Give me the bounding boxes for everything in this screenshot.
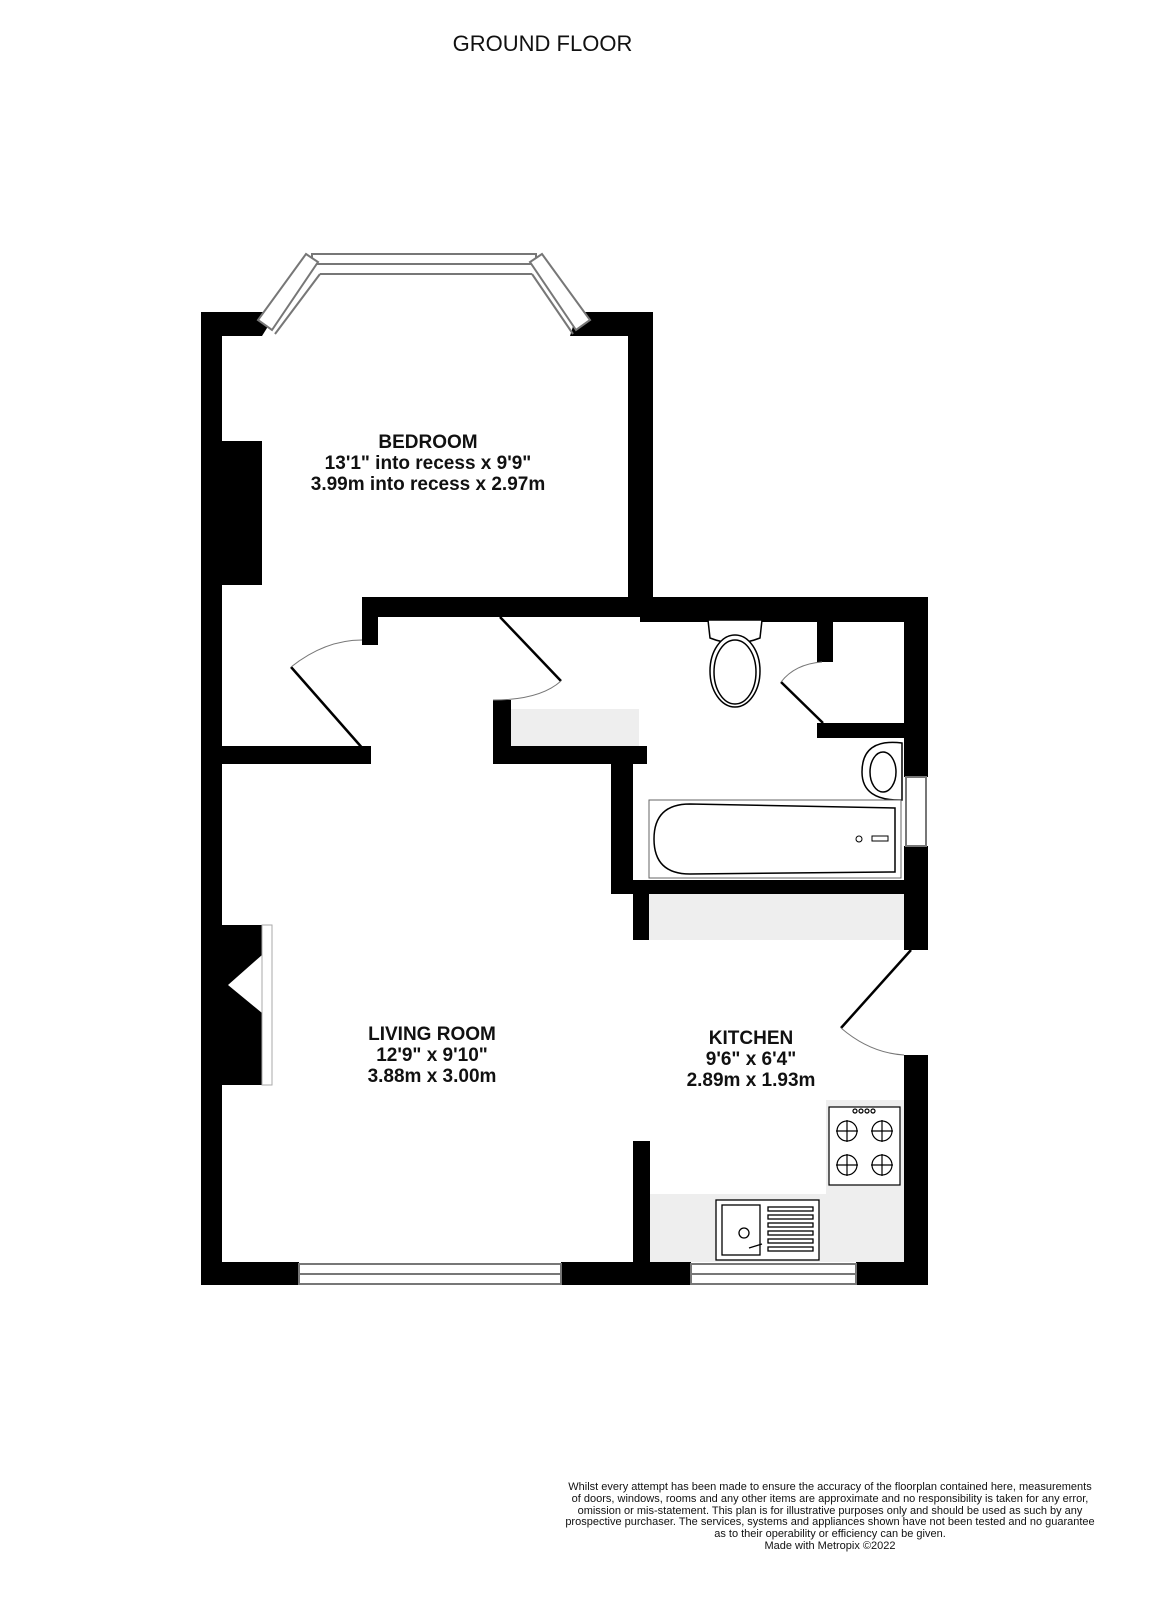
windows [256,252,927,1285]
wall-closet-vertical [817,617,833,662]
room-name: BEDROOM [378,432,478,453]
disclaimer-line: prospective purchaser. The services, sys… [565,1516,1095,1529]
credit: Made with Metropix ©2022 [764,1539,896,1552]
hall-cupboard [511,709,639,746]
wall-left-outer [201,312,222,1285]
living-hearth-outline [261,924,273,1086]
disclaimer: Whilst every attempt has been made to en… [540,1481,1120,1553]
room-label-kitchen: KITCHEN 9'6" x 6'4" 2.89m x 1.93m [687,1028,816,1091]
bedroom-door [290,666,365,751]
room-imperial: 12'9" x 9'10" [376,1045,488,1066]
closet-door [780,681,824,724]
wall-right-outer-upper [904,597,928,777]
disclaimer-line: omission or mis-statement. This plan is … [577,1504,1083,1517]
wall-bay-left [201,312,272,336]
living-chimney-breast [222,925,262,1085]
room-name: KITCHEN [708,1028,794,1049]
walls [201,312,928,1285]
wall-closet-bottom [817,723,907,738]
wall-bottom-2 [561,1262,691,1285]
wall-bathroom-top [640,597,928,622]
wall-bottom-3 [856,1262,928,1285]
floor-title: GROUND FLOOR [452,31,633,56]
bathtub [648,799,902,879]
room-imperial: 9'6" x 6'4" [705,1049,797,1070]
wall-stub [362,597,378,645]
wall-right-outer-lower [904,1055,928,1285]
bay-window-left [256,252,320,332]
wall-living-bath [611,746,633,893]
wall-kitchen-left-upper [633,890,649,940]
wall-bath-bottom [611,880,911,894]
kitchen-door [840,949,912,1029]
disclaimer-line: of doors, windows, rooms and any other i… [571,1492,1089,1505]
disclaimer-line: Whilst every attempt has been made to en… [568,1481,1092,1493]
doors [290,616,912,1056]
wall-right-outer-mid [904,846,928,950]
wall-bedroom-right [628,312,653,612]
room-imperial: 13'1" into recess x 9'9" [324,453,532,474]
disclaimer-line: as to their operability or efficiency ca… [714,1528,946,1541]
room-label-living-room: LIVING ROOM 12'9" x 9'10" 3.88m x 3.00m [368,1024,497,1087]
room-label-bedroom: BEDROOM 13'1" into recess x 9'9" 3.99m i… [311,432,545,495]
room-name: LIVING ROOM [368,1024,496,1045]
wall-bedroom-living [222,746,371,764]
room-metric: 3.99m into recess x 2.97m [310,474,546,495]
storage-area [649,894,904,940]
room-metric: 2.89m x 1.93m [686,1070,816,1091]
room-metric: 3.88m x 3.00m [367,1066,497,1087]
bathroom-door [499,616,562,682]
wall-kitchen-living-lower [633,1141,650,1285]
bathroom-window [905,776,927,847]
wall-hall-horizontal [501,746,647,764]
toilet [707,619,763,708]
bedroom-chimney-breast [222,441,262,585]
wall-bottom-1 [201,1262,299,1285]
wall-bedroom-bottom [362,597,642,617]
bay-window-front [311,253,537,265]
hob [828,1106,901,1186]
basin [861,741,903,801]
bay-window-right [528,252,592,332]
sink [715,1199,820,1261]
